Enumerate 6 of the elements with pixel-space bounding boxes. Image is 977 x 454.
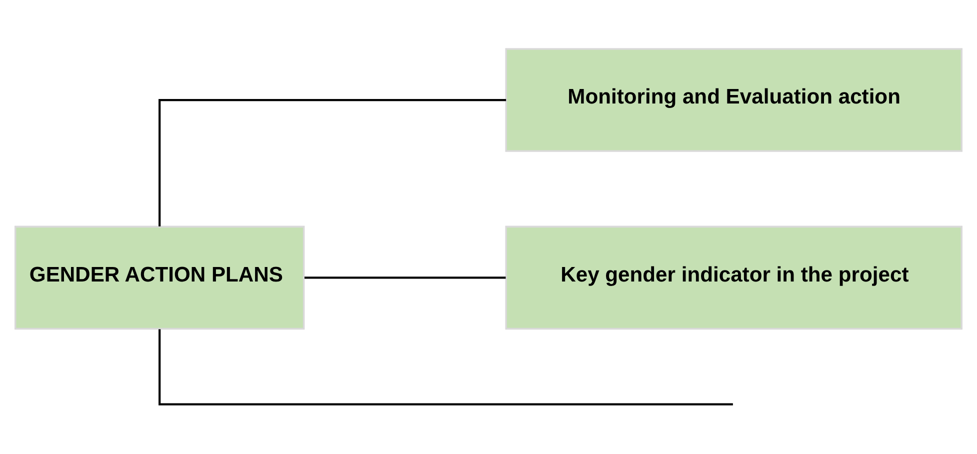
connector	[158, 99, 506, 226]
connector	[158, 329, 733, 406]
node-box: Monitoring and Evaluation action	[505, 48, 963, 152]
connector	[304, 276, 506, 279]
node-box: Key gender indicator in the project	[505, 226, 963, 330]
node-box: GENDER ACTION PLANS	[14, 226, 305, 330]
